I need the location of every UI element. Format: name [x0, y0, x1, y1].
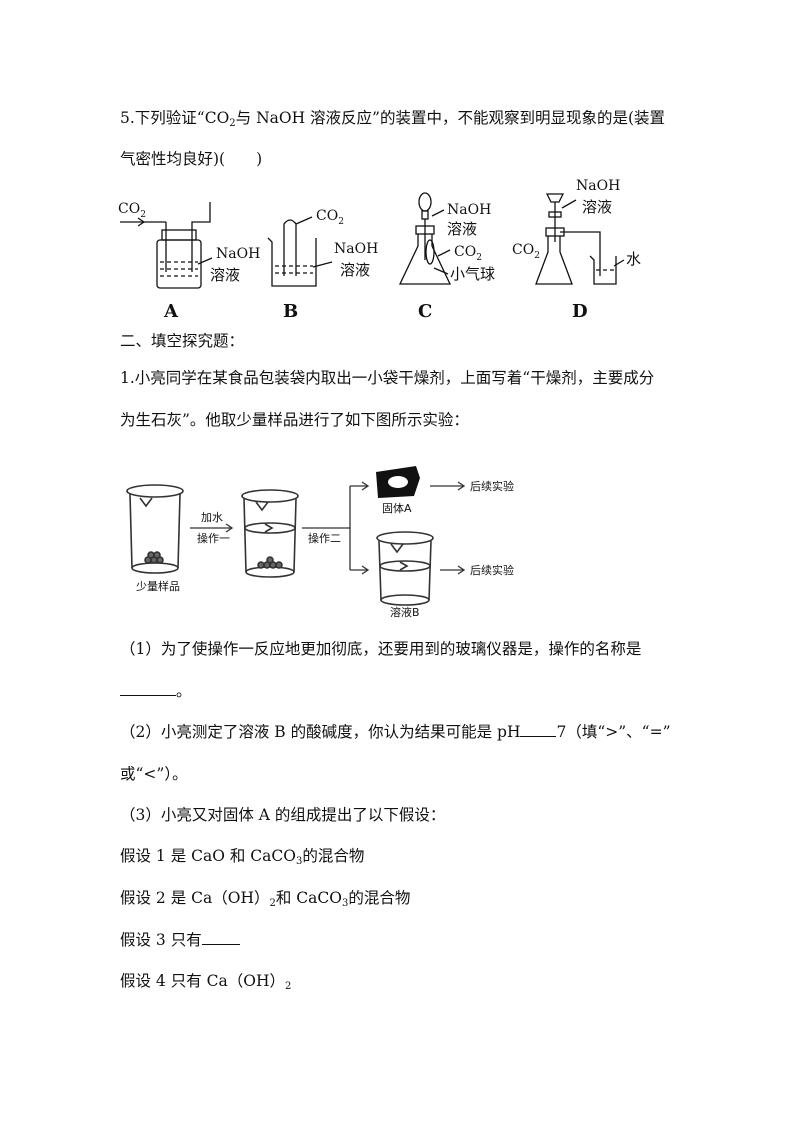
svg-text:NaOH: NaOH — [576, 178, 620, 194]
svg-text:CO2: CO2 — [512, 242, 540, 261]
svg-text:少量样品: 少量样品 — [136, 579, 180, 593]
apparatus-c: NaOH 溶液 CO2 小气球 C — [398, 192, 495, 322]
sub-question-2-line2: 或“<”）。 — [120, 765, 188, 783]
svg-text:溶液: 溶液 — [447, 220, 477, 238]
svg-text:操作二: 操作二 — [308, 531, 341, 545]
hypothesis-1: 假设 1 是 CaO 和 CaCO3的混合物 — [120, 847, 365, 867]
svg-text:溶液: 溶液 — [210, 266, 240, 284]
solid-a: 固体A 后续实验 — [376, 466, 514, 515]
apparatus-b: CO2 NaOH 溶液 B — [267, 208, 378, 322]
hypothesis-3: 假设 3 只有 — [120, 929, 240, 951]
question-5-line2: 气密性均良好)( ) — [120, 150, 263, 168]
svg-text:NaOH: NaOH — [216, 246, 260, 262]
svg-text:D: D — [572, 301, 588, 322]
beaker-sample: 少量样品 — [126, 484, 184, 593]
svg-text:B: B — [283, 301, 298, 322]
question-1-line2: 为生石灰”。他取少量样品进行了如下图所示实验： — [120, 411, 469, 429]
apparatus-a: CO2 NaOH 溶液 A — [118, 201, 260, 322]
arrow-operation-1: 加水 操作一 — [190, 511, 234, 545]
answer-blank[interactable] — [120, 695, 176, 696]
svg-text:NaOH: NaOH — [447, 202, 491, 218]
svg-text:CO2: CO2 — [454, 244, 482, 263]
answer-blank[interactable] — [201, 944, 240, 945]
svg-text:NaOH: NaOH — [334, 241, 378, 257]
svg-text:小气球: 小气球 — [450, 265, 495, 283]
sub-question-1-answer: 。 — [120, 680, 192, 702]
svg-text:固体A: 固体A — [382, 501, 412, 515]
apparatus-d: NaOH 溶液 CO2 水 D — [512, 178, 641, 322]
section-heading: 二、填空探究题： — [120, 332, 245, 350]
svg-text:水: 水 — [626, 250, 641, 268]
svg-text:溶液: 溶液 — [582, 198, 612, 216]
svg-text:后续实验: 后续实验 — [470, 563, 514, 577]
svg-text:溶液B: 溶液B — [390, 605, 420, 618]
hypothesis-2: 假设 2 是 Ca（OH）2和 CaCO3的混合物 — [120, 889, 411, 909]
svg-text:A: A — [163, 301, 179, 322]
experiment-flow-figure: 少量样品 加水 操作一 操作二 固体A 后续实验 — [126, 466, 514, 618]
arrow-operation-2: 操作二 — [302, 481, 370, 575]
svg-text:操作一: 操作一 — [197, 531, 230, 545]
sub-question-1: （1）为了使操作一反应地更加彻底，还要用到的玻璃仪器是，操作的名称是 — [120, 640, 642, 658]
question-1-line1: 1.小亮同学在某食品包装袋内取出一小袋干燥剂，上面写着“干燥剂，主要成分 — [120, 369, 655, 387]
solution-b: 溶液B 后续实验 — [376, 531, 514, 618]
sub-question-3: （3）小亮又对固体 A 的组成提出了以下假设： — [120, 806, 446, 824]
svg-text:加水: 加水 — [201, 511, 223, 524]
answer-blank[interactable] — [520, 736, 557, 737]
svg-text:CO2: CO2 — [118, 201, 146, 220]
question-5-line1: 5.下列验证“CO2与 NaOH 溶液反应”的装置中，不能观察到明显现象的是(装… — [120, 109, 666, 129]
svg-text:后续实验: 后续实验 — [470, 479, 514, 493]
svg-text:溶液: 溶液 — [340, 261, 370, 279]
svg-text:C: C — [418, 301, 432, 322]
hypothesis-4: 假设 4 只有 Ca（OH）2 — [120, 972, 292, 992]
apparatus-figure: CO2 NaOH 溶液 A CO2 NaOH 溶液 B NaOH — [118, 178, 641, 322]
svg-text:CO2: CO2 — [316, 208, 344, 227]
beaker-water — [241, 489, 299, 578]
